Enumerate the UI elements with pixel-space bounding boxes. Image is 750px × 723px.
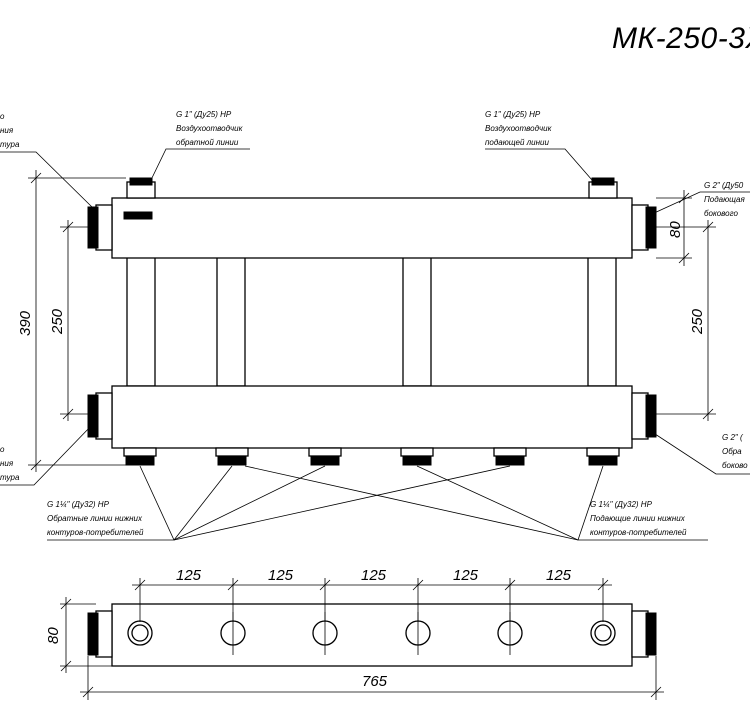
svg-text:о: о bbox=[0, 112, 5, 121]
label-air-vent-return: G 1" (Ду25) НР Воздухоотводчик обратной … bbox=[149, 110, 250, 183]
svg-text:боково: боково bbox=[722, 461, 748, 470]
svg-text:Воздухоотводчик: Воздухоотводчик bbox=[485, 124, 553, 133]
plan-collector bbox=[111, 603, 633, 667]
svg-text:тура: тура bbox=[0, 473, 20, 482]
svg-text:Обра: Обра bbox=[722, 447, 742, 456]
svg-text:Воздухоотводчик: Воздухоотводчик bbox=[176, 124, 244, 133]
label-left-top: о ния тура bbox=[0, 112, 93, 208]
dim-overall-length: 765 bbox=[80, 656, 664, 700]
svg-text:125: 125 bbox=[546, 567, 572, 584]
svg-text:о: о bbox=[0, 445, 5, 454]
svg-text:тура: тура bbox=[0, 140, 20, 149]
svg-text:G 2" (Ду50: G 2" (Ду50 bbox=[704, 181, 744, 190]
svg-text:G 1¼" (Ду32) НР: G 1¼" (Ду32) НР bbox=[47, 500, 110, 509]
label-return-lines: G 1¼" (Ду32) НР Обратные линии нижних ко… bbox=[47, 465, 511, 541]
dim-pitch: 125 125 125 125 125 bbox=[132, 567, 612, 622]
bottom-collector bbox=[111, 385, 633, 449]
svg-text:G 1" (Ду25) НР: G 1" (Ду25) НР bbox=[485, 110, 541, 119]
svg-text:ния: ния bbox=[0, 126, 14, 135]
label-supply-lines: G 1¼" (Ду32) НР Подающие линии нижних ко… bbox=[244, 465, 708, 541]
svg-text:бокового: бокового bbox=[704, 209, 738, 218]
svg-text:подающей линии: подающей линии bbox=[485, 138, 549, 147]
consumer-outlets bbox=[123, 447, 620, 466]
svg-text:контуров-потребителей: контуров-потребителей bbox=[590, 528, 687, 537]
svg-text:250: 250 bbox=[49, 308, 66, 335]
svg-text:G 1" (Ду25) НР: G 1" (Ду25) НР bbox=[176, 110, 232, 119]
svg-text:390: 390 bbox=[17, 310, 34, 336]
label-left-bottom: о ния тура bbox=[0, 424, 93, 486]
svg-text:125: 125 bbox=[268, 567, 294, 584]
label-right-bottom: G 2" ( Обра боково bbox=[651, 431, 750, 475]
svg-text:125: 125 bbox=[453, 567, 479, 584]
dim-right-spacing: 250 bbox=[656, 220, 716, 421]
svg-text:контуров-потребителей: контуров-потребителей bbox=[47, 528, 144, 537]
svg-text:G 2" (: G 2" ( bbox=[722, 433, 744, 442]
dim-plan-height: 80 bbox=[45, 597, 112, 673]
svg-text:ния: ния bbox=[0, 459, 14, 468]
top-collector bbox=[111, 197, 633, 259]
brand-plate bbox=[123, 211, 153, 220]
label-right-top: G 2" (Ду50 Подающая бокового bbox=[651, 181, 750, 218]
dim-body-height: 80 bbox=[656, 190, 692, 266]
svg-text:765: 765 bbox=[362, 673, 388, 690]
svg-text:125: 125 bbox=[361, 567, 387, 584]
svg-text:125: 125 bbox=[176, 567, 202, 584]
dim-overall-height: 390 bbox=[17, 170, 126, 472]
svg-text:Подающая: Подающая bbox=[704, 195, 745, 204]
svg-text:80: 80 bbox=[45, 627, 62, 644]
svg-text:Подающие линии нижних: Подающие линии нижних bbox=[590, 514, 686, 523]
svg-text:250: 250 bbox=[689, 308, 706, 335]
svg-text:G 1¼" (Ду32) НР: G 1¼" (Ду32) НР bbox=[590, 500, 653, 509]
dim-left-spacing: 250 bbox=[49, 220, 96, 421]
svg-text:обратной линии: обратной линии bbox=[176, 138, 239, 147]
svg-text:Обратные линии нижних: Обратные линии нижних bbox=[47, 514, 143, 523]
label-air-vent-supply: G 1" (Ду25) НР Воздухоотводчик подающей … bbox=[485, 110, 593, 181]
model-title: МК-250-3Х bbox=[612, 22, 750, 55]
svg-text:80: 80 bbox=[667, 221, 684, 238]
